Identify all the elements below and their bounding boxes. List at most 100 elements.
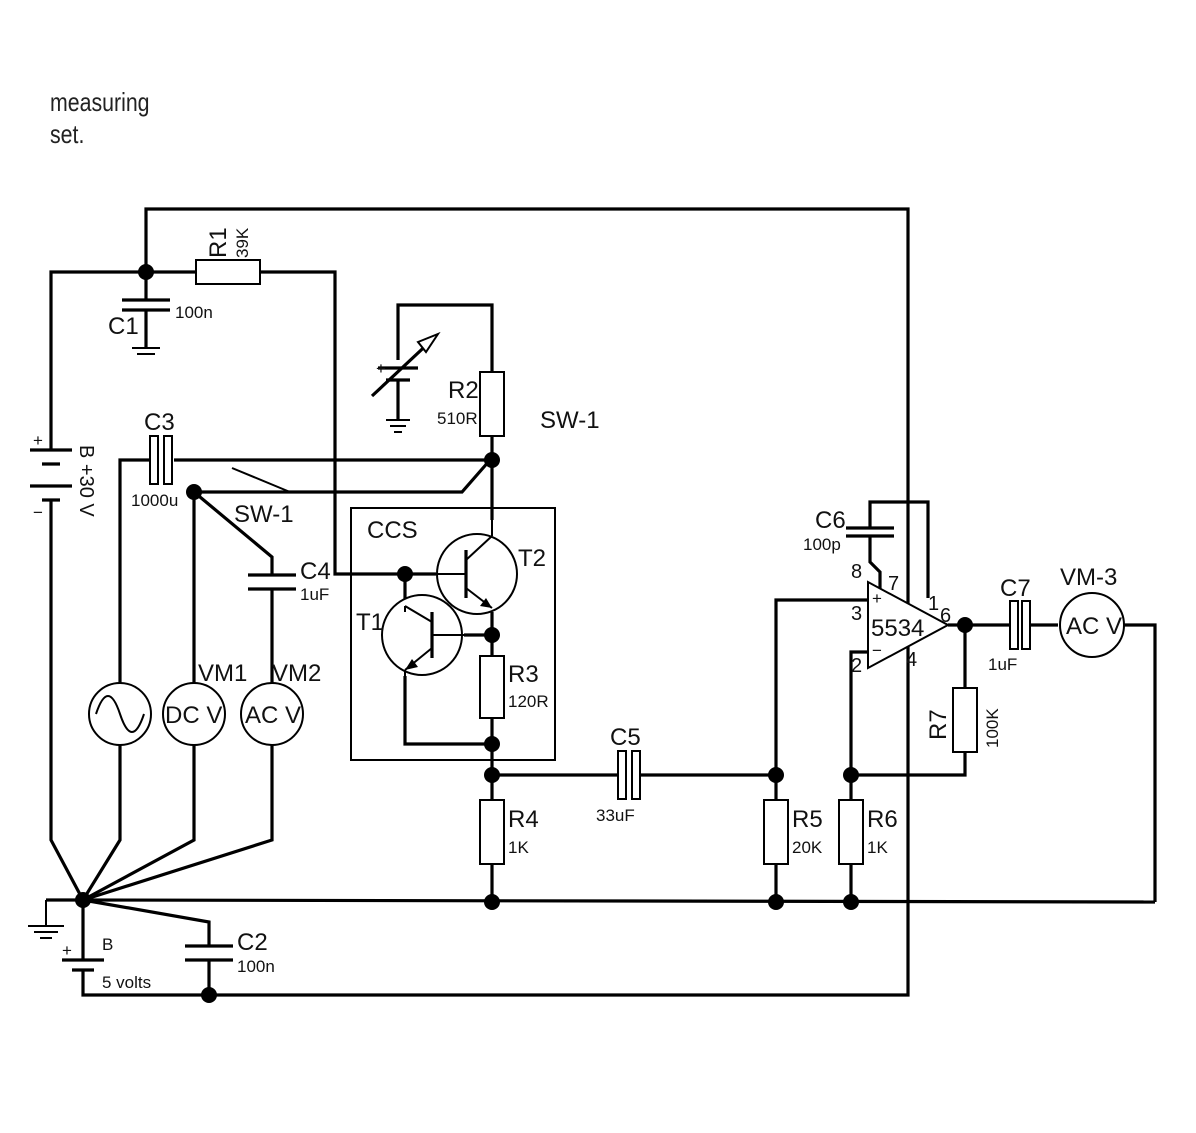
ground-symbol: [28, 900, 64, 939]
vm3-ref: VM-3: [1060, 564, 1117, 591]
junction-dot: [843, 767, 859, 783]
junction-dot: [397, 566, 413, 582]
r6-ref: R6: [867, 806, 898, 833]
junction-dot: [75, 892, 91, 908]
resistor-r6: R6 1K: [838, 799, 898, 865]
battery-small-ref: B: [102, 935, 113, 954]
resistor-r5: R5 20K: [763, 799, 823, 865]
wire-ground-bus: [82, 898, 1156, 904]
c6-value: 100p: [803, 535, 841, 554]
c4-ref: C4: [300, 558, 331, 585]
r2-value: 510R: [437, 409, 478, 428]
r6-value: 1K: [867, 838, 888, 857]
vm1-text: DC V: [165, 702, 222, 729]
junction-dot: [484, 767, 500, 783]
sine-icon: [95, 695, 145, 733]
sw1-top-label: SW-1: [540, 407, 600, 434]
r7-value: 100K: [983, 708, 1002, 748]
signal-generator: [88, 682, 152, 746]
junction-dot: [843, 894, 859, 910]
r5-value: 20K: [792, 838, 823, 857]
c5-value: 33uF: [596, 806, 635, 825]
c2-ref: C2: [237, 929, 268, 956]
battery-small-plus: +: [62, 941, 72, 960]
wire-gen-c3: [118, 458, 150, 684]
r2-ref: R2: [448, 377, 479, 404]
c7-ref: C7: [1000, 575, 1031, 602]
title-line-1: measuring: [50, 87, 150, 117]
capacitor-c7: C7 1uF: [988, 575, 1031, 674]
title-line-2: set.: [50, 119, 85, 149]
voltmeter-vm2: AC V VM2: [240, 660, 321, 746]
capacitor-c2: C2 100n: [185, 929, 275, 976]
junction-dot: [138, 264, 154, 280]
wire-minus-input: [849, 650, 868, 800]
battery-small: + B 5 volts: [62, 935, 151, 992]
c3-value: 1000u: [131, 491, 178, 510]
junction-dot: [484, 894, 500, 910]
pin-1: 1: [928, 593, 939, 615]
ccs-block: CCS T2 T1: [350, 507, 556, 761]
pin-6: 6: [940, 605, 951, 627]
junction-dot: [768, 894, 784, 910]
opamp-name: 5534: [871, 615, 924, 642]
opamp-5534: 5534 + − 3 2 8 7 1 6 4: [851, 561, 951, 677]
wire-gen-ground: [81, 745, 122, 901]
junctions: [75, 264, 973, 1003]
capacitor-c4: C4 1uF: [248, 558, 331, 604]
battery-main-label: B +30 V: [75, 445, 97, 517]
r1-ref: R1: [205, 227, 232, 258]
pin-3: 3: [851, 603, 862, 625]
wire-top-loop: [144, 207, 910, 997]
opamp-minus: −: [872, 641, 882, 660]
c4-value: 1uF: [300, 585, 329, 604]
diagram-title: measuring set.: [50, 86, 150, 150]
wire-sw-right: [288, 458, 492, 494]
wire-r1-to-base: [260, 270, 405, 576]
capacitor-c1: C1 100n: [108, 298, 213, 355]
resistor-r3: R3 120R: [479, 655, 549, 719]
wire-var-supply: [396, 303, 494, 372]
c2-value: 100n: [237, 957, 275, 976]
r1-value: 39K: [233, 227, 252, 258]
wire-vm3-return: [1124, 623, 1157, 902]
battery-small-value: 5 volts: [102, 973, 151, 992]
battery-plus: +: [33, 431, 43, 450]
wire-vm2-ground: [82, 745, 274, 902]
junction-dot: [186, 484, 202, 500]
battery-main: + − B +30 V: [30, 431, 97, 522]
t1-label: T1: [356, 609, 384, 636]
pin-8: 8: [851, 561, 862, 583]
wires: [46, 207, 1157, 997]
pin-7: 7: [888, 573, 899, 595]
wire-vm1-ground: [82, 745, 196, 902]
r4-value: 1K: [508, 838, 529, 857]
vm2-ref: VM2: [272, 660, 321, 687]
wire-t1-emitter: [403, 676, 492, 746]
capacitor-c5: C5 33uF: [596, 724, 641, 825]
wire-c2-top: [82, 898, 211, 946]
wire-battery-ground: [49, 520, 85, 901]
pin-4: 4: [906, 649, 917, 671]
pin-2: 2: [851, 655, 862, 677]
resistor-r4: R4 1K: [479, 799, 539, 865]
opamp-plus: +: [872, 589, 882, 608]
r4-ref: R4: [508, 806, 539, 833]
wire-left-rail: [49, 270, 196, 432]
wire-r7-bottom: [851, 752, 967, 777]
r5-ref: R5: [792, 806, 823, 833]
capacitor-c3: C3 1000u: [131, 409, 178, 510]
battery-minus: −: [33, 503, 43, 522]
junction-dot: [957, 617, 973, 633]
junction-dot: [201, 987, 217, 1003]
vm2-text: AC V: [245, 702, 301, 729]
voltmeter-vm3: AC V VM-3: [1059, 564, 1125, 658]
arrow-icon: [416, 331, 441, 354]
wire-c6-pin8: [868, 536, 882, 590]
vm3-text: AC V: [1066, 613, 1122, 640]
t2-label: T2: [518, 545, 546, 572]
junction-dot: [484, 627, 500, 643]
junction-dot: [484, 452, 500, 468]
c7-value: 1uF: [988, 655, 1017, 674]
